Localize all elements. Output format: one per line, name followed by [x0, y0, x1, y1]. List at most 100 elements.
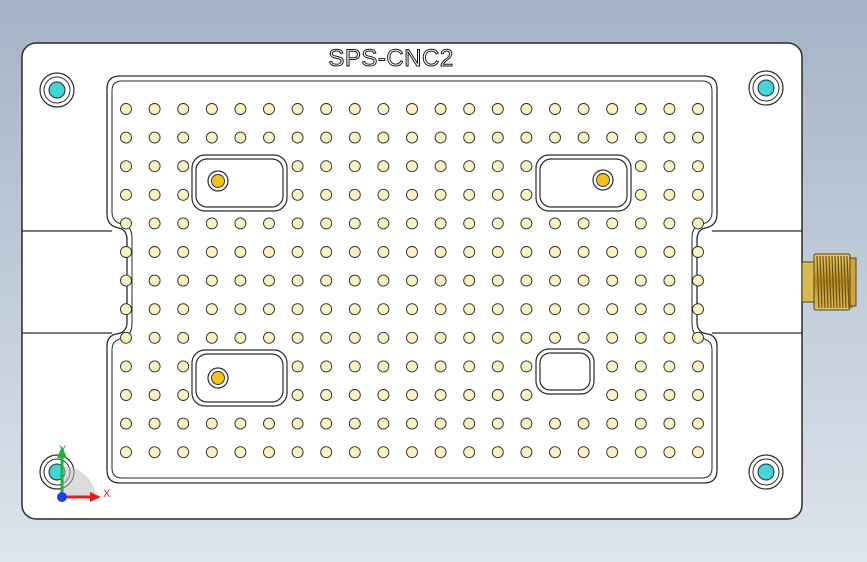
vacuum-hole	[377, 246, 390, 258]
vacuum-hole	[148, 389, 161, 401]
vacuum-hole	[577, 246, 590, 258]
vacuum-hole	[692, 103, 704, 115]
vacuum-hole	[320, 217, 333, 230]
vacuum-hole	[377, 217, 390, 230]
vacuum-hole	[377, 360, 390, 373]
vacuum-hole	[634, 446, 647, 459]
vacuum-hole	[577, 103, 590, 115]
vacuum-hole	[520, 131, 533, 144]
vacuum-hole	[234, 131, 247, 144]
vacuum-hole	[692, 274, 704, 287]
vacuum-hole	[491, 417, 504, 430]
vacuum-hole	[234, 274, 247, 287]
vacuum-hole	[663, 160, 676, 173]
vacuum-hole	[177, 274, 190, 287]
vacuum-hole	[491, 360, 504, 373]
vacuum-hole	[491, 389, 504, 401]
vacuum-hole	[577, 417, 590, 430]
vacuum-hole	[406, 331, 418, 344]
vacuum-hole	[348, 103, 361, 115]
thread-line	[822, 255, 826, 309]
vacuum-hole	[377, 417, 390, 430]
vacuum-hole	[463, 303, 476, 316]
vacuum-hole	[434, 360, 447, 373]
vacuum-hole	[434, 217, 447, 230]
vacuum-hole	[463, 103, 476, 115]
vacuum-hole	[320, 103, 333, 115]
vacuum-hole	[634, 417, 647, 430]
vacuum-hole	[377, 103, 390, 115]
vacuum-hole	[205, 246, 218, 258]
vacuum-hole	[463, 389, 476, 401]
vacuum-hole	[491, 446, 504, 459]
vacuum-hole	[434, 331, 447, 344]
z-axis-dot	[57, 492, 67, 502]
vacuum-hole	[606, 417, 619, 430]
vacuum-hole	[606, 331, 619, 344]
vacuum-hole	[377, 389, 390, 401]
pocket-bottom-left	[191, 349, 288, 407]
vacuum-hole	[348, 446, 361, 459]
vacuum-hole	[520, 188, 533, 201]
vacuum-hole	[234, 217, 247, 230]
vacuum-hole	[148, 331, 161, 344]
vacuum-hole	[577, 303, 590, 316]
vacuum-hole	[348, 303, 361, 316]
vacuum-hole	[120, 246, 132, 258]
right-notch	[712, 230, 802, 334]
coordinate-triad-icon[interactable]: Y X	[57, 444, 111, 502]
vacuum-hole	[491, 274, 504, 287]
vacuum-hole	[463, 331, 476, 344]
vacuum-hole	[463, 360, 476, 373]
vacuum-hole	[377, 131, 390, 144]
vacuum-hole	[406, 103, 418, 115]
vacuum-hole	[634, 246, 647, 258]
vacuum-hole	[148, 131, 161, 144]
vacuum-hole	[406, 274, 418, 287]
vacuum-hole	[549, 217, 561, 230]
thread-line	[840, 255, 844, 309]
vacuum-hole	[348, 331, 361, 344]
part-title: SPS-CNC2	[328, 45, 453, 72]
vacuum-hole	[549, 331, 561, 344]
vacuum-hole	[663, 274, 676, 287]
vacuum-hole	[634, 274, 647, 287]
vacuum-hole	[406, 446, 418, 459]
vacuum-hole	[234, 446, 247, 459]
vacuum-hole	[148, 188, 161, 201]
corner-bolt-icon	[39, 72, 75, 108]
vacuum-hole	[320, 246, 333, 258]
vacuum-hole-grid	[120, 103, 704, 459]
vacuum-hole	[577, 446, 590, 459]
vacuum-hole	[549, 303, 561, 316]
vacuum-hole	[463, 417, 476, 430]
vacuum-hole	[663, 417, 676, 430]
vacuum-hole	[320, 188, 333, 201]
vacuum-hole	[634, 103, 647, 115]
vacuum-hole	[491, 217, 504, 230]
vacuum-hole	[291, 446, 304, 459]
triad-plane-shade	[62, 465, 96, 497]
vacuum-hole	[120, 303, 132, 316]
vacuum-hole	[606, 274, 619, 287]
vacuum-hole	[434, 274, 447, 287]
vacuum-hole	[234, 303, 247, 316]
vacuum-hole	[177, 446, 190, 459]
vacuum-hole	[148, 103, 161, 115]
vacuum-hole	[692, 417, 704, 430]
y-axis-label: Y	[59, 444, 67, 456]
vacuum-hole	[177, 331, 190, 344]
thread-line	[819, 255, 823, 309]
vacuum-hole	[291, 131, 304, 144]
vacuum-hole	[348, 360, 361, 373]
vacuum-hole	[406, 303, 418, 316]
vacuum-hole	[606, 303, 619, 316]
vacuum-hole	[520, 160, 533, 173]
vacuum-hole	[177, 131, 190, 144]
left-notch	[22, 230, 112, 334]
vacuum-hole	[663, 360, 676, 373]
vacuum-hole	[606, 103, 619, 115]
vacuum-hole	[549, 274, 561, 287]
